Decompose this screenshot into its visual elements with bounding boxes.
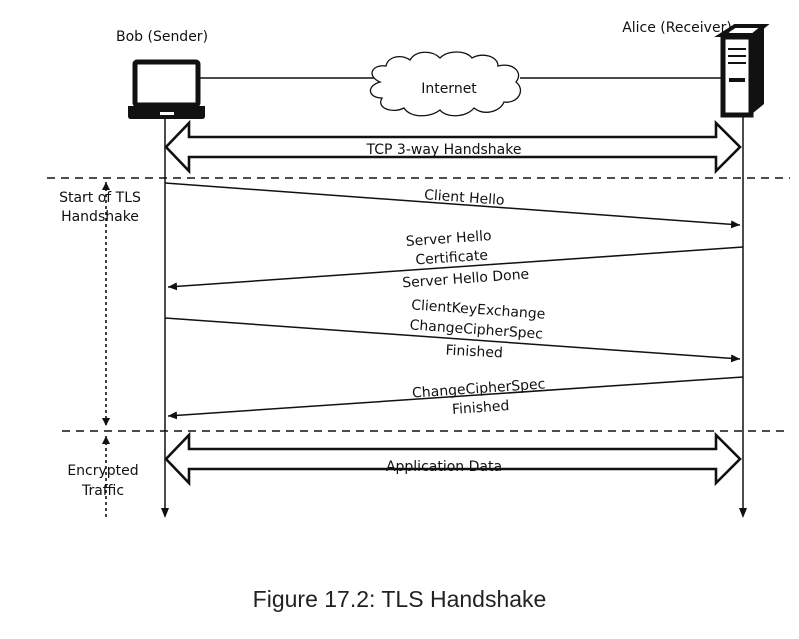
laptop-icon bbox=[128, 59, 205, 119]
server-finished-arrow bbox=[167, 376, 744, 420]
server-finished-label-1: ChangeCipherSpec bbox=[412, 376, 546, 401]
cloud-icon bbox=[369, 51, 521, 117]
encrypted-traffic-label-line1: Encrypted bbox=[67, 463, 138, 479]
server-hello-label-3: Server Hello Done bbox=[402, 267, 530, 292]
client-hello-label: Client Hello bbox=[424, 187, 505, 209]
tcp-handshake-arrow bbox=[164, 119, 742, 175]
server-hello-label-1: Server Hello bbox=[405, 228, 492, 250]
tls-start-label-line2: Handshake bbox=[61, 209, 139, 225]
client-key-exchange-arrow bbox=[164, 317, 741, 363]
receiver-label: Alice (Receiver) bbox=[622, 20, 732, 36]
tcp-handshake-label: TCP 3-way Handshake bbox=[366, 142, 522, 158]
server-icon bbox=[714, 24, 770, 118]
encrypted-traffic-label-line2: Traffic bbox=[81, 483, 124, 499]
server-hello-arrow bbox=[167, 246, 744, 291]
figure-caption: Figure 17.2: TLS Handshake bbox=[252, 586, 547, 612]
client-key-label-3: Finished bbox=[445, 343, 503, 362]
server-finished-label-2: Finished bbox=[452, 398, 510, 418]
application-data-label: Application Data bbox=[386, 459, 502, 475]
tls-start-label-line1: Start of TLS bbox=[59, 190, 141, 206]
application-data-arrow bbox=[164, 431, 742, 487]
server-hello-label-2: Certificate bbox=[415, 247, 489, 268]
sender-label: Bob (Sender) bbox=[116, 29, 208, 45]
client-hello-arrow bbox=[164, 182, 741, 229]
internet-label: Internet bbox=[421, 81, 477, 97]
